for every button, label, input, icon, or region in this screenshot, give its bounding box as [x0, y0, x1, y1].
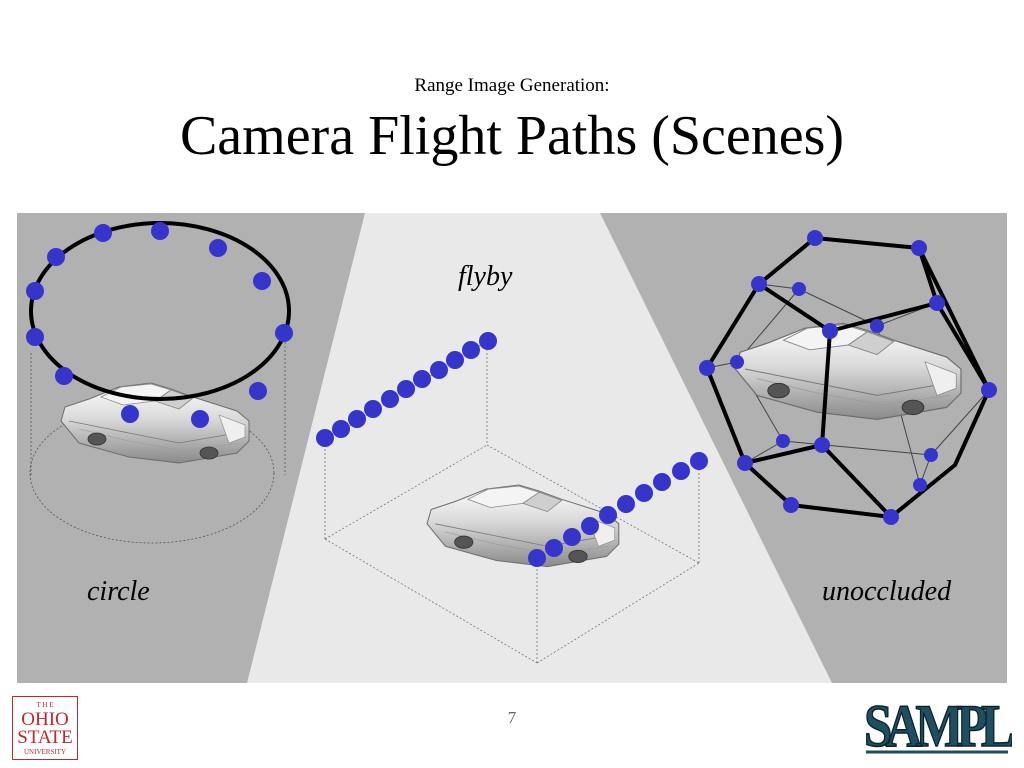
sampl-lab-logo: SAMPL [863, 692, 1012, 756]
dodecahedron-front-edges [705, 236, 991, 519]
camera-position-dot [249, 382, 267, 400]
camera-position-dot [364, 400, 382, 418]
camera-position-dot [316, 429, 334, 447]
camera-position-dot [822, 323, 838, 339]
camera-position-dot [751, 276, 767, 292]
slide-subtitle: Range Image Generation: [414, 75, 610, 96]
camera-position-dot [381, 390, 399, 408]
camera-position-dot [730, 355, 744, 369]
camera-position-dot [814, 437, 830, 453]
camera-position-dot [581, 517, 599, 535]
svg-text:SAMPL: SAMPL [864, 693, 1012, 756]
camera-position-dot [545, 539, 563, 557]
camera-position-dot [699, 360, 715, 376]
camera-position-dot [332, 420, 350, 438]
camera-position-dot [253, 272, 271, 290]
camera-position-dot [94, 224, 112, 242]
camera-position-dot [348, 410, 366, 428]
ohio-state-logo: T H E OHIO STATE UNIVERSITY [12, 696, 78, 760]
slide-title: Camera Flight Paths (Scenes) [179, 105, 845, 167]
camera-position-dot [653, 473, 671, 491]
camera-position-dot [617, 495, 635, 513]
flyby-bounding-box [324, 340, 700, 664]
camera-position-dot [924, 448, 938, 462]
svg-text:UNIVERSITY: UNIVERSITY [24, 748, 66, 756]
camera-position-dot [929, 295, 945, 311]
camera-position-dot [209, 239, 227, 257]
camera-position-dot [563, 528, 581, 546]
camera-position-dot [430, 361, 448, 379]
camera-position-dot [792, 282, 806, 296]
flyby-scene: flyby [316, 261, 708, 664]
camera-position-dot [870, 319, 884, 333]
camera-position-dot [599, 506, 617, 524]
camera-position-dot [397, 380, 415, 398]
camera-position-dot [672, 462, 690, 480]
unoccluded-label: unoccluded [822, 576, 952, 607]
camera-position-dot [783, 497, 799, 513]
camera-position-dot [446, 351, 464, 369]
camera-position-dot [413, 370, 431, 388]
camera-position-dot [883, 509, 899, 525]
page-number: 7 [507, 708, 517, 727]
flyby-panel-background [247, 213, 832, 683]
camera-position-dot [151, 222, 169, 240]
camera-position-dot [635, 484, 653, 502]
camera-position-dot [47, 248, 65, 266]
flight-paths-figure: circle [17, 213, 1007, 683]
camera-position-dot [807, 230, 823, 246]
svg-text:T H E: T H E [37, 701, 54, 709]
camera-position-dot [911, 240, 927, 256]
svg-text:OHIO: OHIO [21, 709, 69, 730]
unoccluded-scene: unoccluded [699, 230, 997, 607]
camera-position-dot [737, 455, 753, 471]
camera-position-dot [690, 452, 708, 470]
camera-position-dot [26, 328, 44, 346]
camera-position-dot [776, 434, 790, 448]
camera-position-dot [981, 382, 997, 398]
camera-position-dot [913, 478, 927, 492]
camera-position-dot [462, 341, 480, 359]
camera-position-dot [275, 324, 293, 342]
camera-position-dot [26, 282, 44, 300]
camera-position-dot [191, 410, 209, 428]
flyby-label: flyby [458, 261, 513, 292]
circle-scene: circle [26, 221, 293, 607]
camera-position-dot [528, 549, 546, 567]
circle-label: circle [87, 576, 150, 607]
camera-position-dot [121, 405, 139, 423]
camera-position-dot [55, 367, 73, 385]
camera-position-dot [479, 332, 497, 350]
svg-text:STATE: STATE [17, 727, 72, 748]
